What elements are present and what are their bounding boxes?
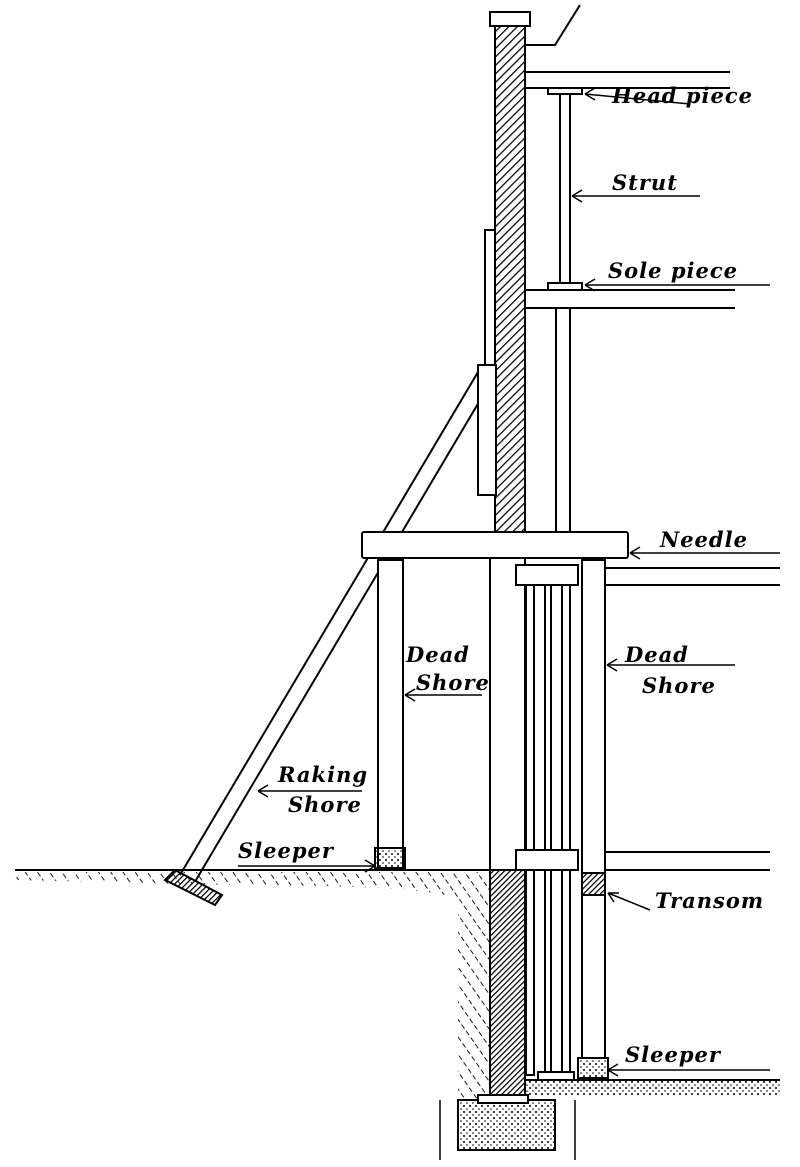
label-dead-shore-left: Dead Shore: [404, 642, 490, 702]
label-sleeper-left: Sleeper: [238, 838, 376, 873]
lower-strut: [555, 307, 571, 533]
footing: [457, 1099, 556, 1151]
ground: [15, 869, 780, 1160]
label-needle: Needle: [629, 527, 780, 560]
label-dead-shore-right: Dead Shore: [606, 642, 735, 698]
label-transom: Transom: [607, 888, 764, 913]
dead-shore-right: [581, 559, 606, 1059]
transom: [581, 872, 606, 896]
sleeper-left: [374, 847, 406, 869]
svg-text:Shore: Shore: [288, 792, 362, 817]
svg-text:Sleeper: Sleeper: [625, 1042, 722, 1067]
needle: [361, 531, 629, 559]
svg-text:Dead: Dead: [405, 642, 470, 667]
svg-text:Shore: Shore: [416, 670, 490, 695]
svg-text:Sleeper: Sleeper: [238, 838, 335, 863]
strut: [559, 93, 571, 285]
label-sole-piece: Sole piece: [584, 258, 770, 292]
sleeper-right: [577, 1057, 609, 1079]
wall: [477, 4, 581, 1104]
inner-strutting: [515, 564, 579, 1081]
svg-text:Needle: Needle: [659, 527, 748, 552]
svg-text:Sole piece: Sole piece: [608, 258, 738, 283]
raking-shore: [163, 364, 497, 907]
sole-piece: [547, 282, 583, 291]
label-sleeper-right: Sleeper: [607, 1042, 770, 1077]
label-head-piece: Head piece: [584, 83, 753, 108]
label-raking-shore: Raking Shore: [257, 762, 368, 817]
label-strut: Strut: [571, 170, 700, 203]
dead-shore-left: [377, 559, 404, 869]
svg-text:Dead: Dead: [624, 642, 689, 667]
svg-text:Raking: Raking: [277, 762, 368, 787]
svg-text:Strut: Strut: [612, 170, 678, 195]
svg-text:Transom: Transom: [655, 888, 764, 913]
svg-text:Shore: Shore: [642, 673, 716, 698]
svg-text:Head piece: Head piece: [611, 83, 753, 108]
